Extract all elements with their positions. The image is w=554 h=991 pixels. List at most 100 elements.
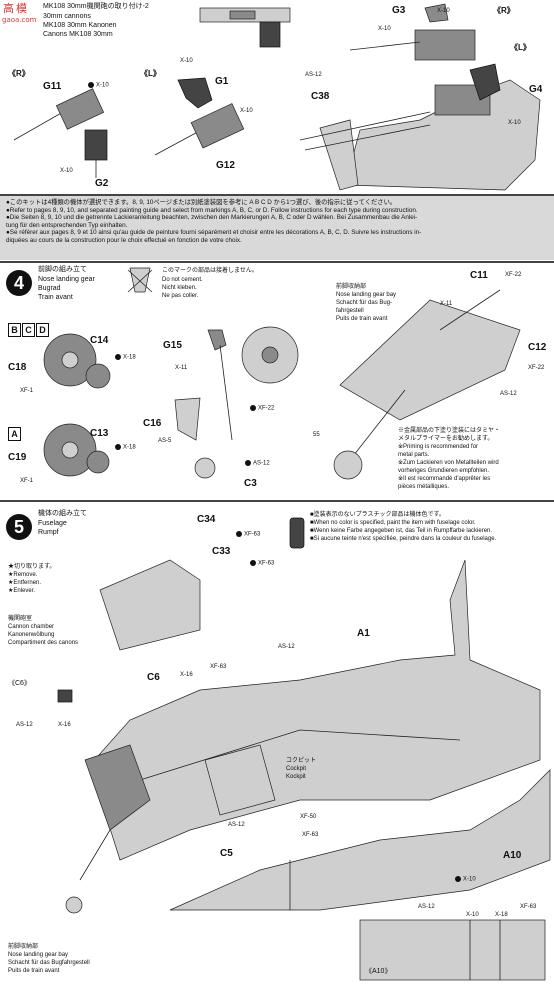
- gear-jp: 前脚収納部: [8, 944, 39, 950]
- nocolor-de: ■Wenn keine Farbe angegeben ist, das Tei…: [310, 528, 493, 534]
- marking-box-d: D: [36, 323, 49, 337]
- step4-title-jp: 前脚の組み立て: [38, 266, 87, 273]
- paint-as12-s5d: AS-12: [418, 904, 435, 910]
- a10-inset-label: 《A10》: [365, 968, 392, 975]
- cannon-bay-assembly: [299, 3, 541, 191]
- remove-en: ★Remove.: [8, 572, 38, 578]
- marking-boxes-a: A: [8, 424, 22, 442]
- paint-xf63-d: XF-63: [302, 832, 319, 838]
- part-a10: A10: [503, 850, 522, 861]
- well-jp: 前脚収納部: [336, 284, 367, 290]
- paint-as12-top: AS-12: [305, 72, 322, 78]
- label-side-r2: 《R》: [493, 6, 515, 15]
- paint-xf22-a: XF-22: [250, 405, 274, 412]
- nose-gear-bay: [333, 289, 521, 480]
- well-fr: Puits de train avant: [336, 316, 388, 322]
- nocolor-fr: ■Si aucune teinte n'est spécifiée, peind…: [310, 536, 497, 542]
- paint-as5: AS-5: [158, 438, 172, 444]
- step5-title-en: Fuselage: [38, 520, 67, 527]
- label-side-l: 《L》: [140, 69, 161, 78]
- part-c6: C6: [147, 672, 160, 683]
- note-de-1: ●Die Seiten 8, 9, 10 und die getrennte L…: [6, 214, 418, 222]
- label-side-r: 《R》: [8, 69, 30, 78]
- metal-fr-1: ※Il est recommandé d'apprêter les: [398, 476, 491, 482]
- metal-jp-2: メタルプライマーをお勧めします。: [398, 436, 494, 442]
- note-en: ●Refer to pages 8, 9, 10, and separated …: [6, 206, 418, 214]
- step4-title-en: Nose landing gear: [38, 276, 95, 283]
- well-de-1: Schacht für das Bug-: [336, 300, 393, 306]
- header-title-jp: MK108 30mm機関砲の取り付け-2: [43, 3, 149, 10]
- a10-detail-inset: [359, 919, 546, 981]
- metal-jp-1: ※金属部品の下塗り塗装にはタミヤ・: [398, 428, 501, 434]
- part-g11: G11: [43, 81, 62, 92]
- noglue-jp: このマークの部品は接着しません。: [162, 268, 258, 274]
- gear-de: Schacht für das Bugfahrgestell: [8, 960, 90, 966]
- part-c33: C33: [212, 546, 231, 557]
- metal-de-1: ※Zum Lackieren von Metallteilen wird: [398, 460, 499, 466]
- wheel-bcd: [43, 333, 111, 389]
- paint-x10-d: X-10: [240, 108, 253, 114]
- paint-x16-a: X-16: [180, 672, 193, 678]
- well-en: Nose landing gear bay: [336, 292, 397, 298]
- step-5-number: 5: [6, 514, 32, 540]
- part-c19: C19: [8, 452, 27, 463]
- nosegear-in-fuselage: [65, 744, 151, 914]
- paint-x10-e: X-10: [378, 26, 391, 32]
- label-side-l2: 《L》: [510, 43, 531, 52]
- paint-x10-s5a: X-10: [455, 876, 476, 883]
- cannon-r-g11: [13, 88, 108, 178]
- metal-fr-2: pièces métalliques.: [398, 484, 450, 490]
- paint-xf63-e: XF-63: [520, 904, 537, 910]
- paint-x10-c: X-10: [180, 58, 193, 64]
- paint-as12-s5b: AS-12: [16, 722, 33, 728]
- paint-x10-b: X-10: [60, 168, 73, 174]
- paint-xf1-b: XF-1: [20, 478, 34, 484]
- part-c34: C34: [197, 514, 216, 525]
- part-c38: C38: [311, 91, 330, 102]
- step-4-number: 4: [6, 270, 32, 296]
- marking-box-c: C: [22, 323, 35, 337]
- part-c3: C3: [244, 478, 257, 489]
- remove-de: ★Entfernen.: [8, 580, 42, 586]
- header-title-fr: Canons MK108 30mm: [43, 31, 113, 38]
- fuselage-a10: [169, 769, 551, 911]
- remove-fr: ★Enlever.: [8, 588, 36, 594]
- part-c12: C12: [528, 342, 547, 353]
- part-c11: C11: [470, 270, 488, 281]
- paint-x18-a: X-18: [115, 354, 136, 361]
- paint-x18-b: X-18: [115, 444, 136, 451]
- part-g3: G3: [392, 5, 406, 16]
- part-g4: G4: [529, 84, 543, 95]
- marking-box-b: B: [8, 323, 21, 337]
- wheel-a: [43, 423, 110, 477]
- paint-no55: 55: [313, 432, 320, 438]
- part-c5: C5: [220, 848, 233, 859]
- marking-notes: ●このキットは4種類の機体が選択できます。8, 9, 10ページまたは別紙塗装図…: [0, 196, 554, 260]
- metal-en-2: metal parts.: [398, 452, 430, 458]
- step5-title-de: Rumpf: [38, 529, 59, 536]
- note-fr-1: ●Se référer aux pages 8, 9 et 10 ainsi q…: [6, 229, 422, 237]
- divider-step4: [0, 261, 554, 263]
- watermark-char2: 模: [16, 2, 27, 15]
- metal-en-1: ※Priming is recommended for: [398, 444, 479, 450]
- gear-en: Nose landing gear bay: [8, 952, 69, 958]
- watermark-url: gaoa.com: [2, 16, 37, 24]
- c6-inset-label: 《C6》: [8, 680, 31, 687]
- well-de-2: fahrgestell: [336, 308, 364, 314]
- nocolor-jp: ■塗装表示のないプラスチック部品は機体色です。: [310, 512, 445, 518]
- part-c14: C14: [90, 335, 109, 346]
- note-de-2: tung für den entsprechenden Typ einhalte…: [6, 221, 128, 229]
- noglue-en: Do not cement.: [162, 277, 203, 283]
- fuselage-a1: [89, 559, 541, 861]
- cockpit-de: Kockpit: [286, 774, 306, 780]
- noglue-fr: Ne pas coller.: [162, 293, 199, 299]
- part-g1: G1: [215, 76, 229, 87]
- paint-x10-g: X-10: [508, 120, 521, 126]
- paint-x18-s5: X-18: [495, 912, 508, 918]
- note-fr-2: diquées au cours de la construction pour…: [6, 236, 242, 244]
- divider-top: [0, 194, 554, 196]
- paint-as12-s5c: AS-12: [228, 822, 245, 828]
- nocolor-en: ■When no color is specified, paint the i…: [310, 520, 476, 526]
- cannon-de: Kanonenwölbung: [8, 632, 55, 638]
